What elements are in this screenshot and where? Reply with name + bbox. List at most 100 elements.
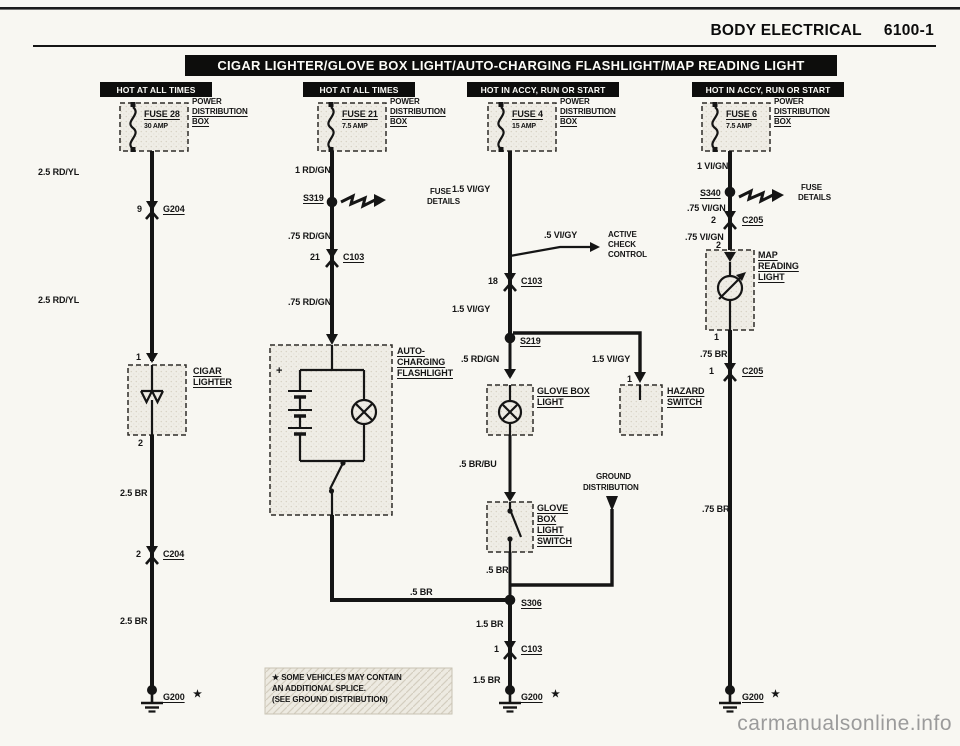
ground-label: G200 <box>742 692 764 702</box>
adjustable-arrow-icon <box>736 272 746 281</box>
wire-gauge-label: .5 RD/GN <box>461 354 500 364</box>
star-icon: ★ <box>771 689 780 700</box>
active-check-control-label: ACTIVE <box>608 230 637 239</box>
wire-gauge-label: 2.5 RD/YL <box>38 295 80 305</box>
wire-gauge-label: 1.5 VI/GY <box>452 304 491 314</box>
power-distribution-label: BOX <box>774 117 792 126</box>
connector-pin: 18 <box>488 276 498 286</box>
component-label: SWITCH <box>667 397 702 407</box>
fuse-name: FUSE 21 <box>342 109 378 119</box>
active-check-control-label: CONTROL <box>608 250 647 259</box>
arrow-down-icon <box>326 334 338 345</box>
wire-gauge-label: 1.5 VI/GY <box>452 184 491 194</box>
connector-pin: 9 <box>137 204 142 214</box>
component-label: LIGHT <box>537 397 564 407</box>
active-check-control-label: CHECK <box>608 240 636 249</box>
fuse-details-arrow-icon <box>737 187 786 204</box>
ground-distribution-label: DISTRIBUTION <box>583 483 639 492</box>
ground-distribution-arrow-icon <box>606 496 618 511</box>
connector-pin: 2 <box>711 215 716 225</box>
wire-gauge-label: 2.5 RD/YL <box>38 167 80 177</box>
ground-label: G200 <box>521 692 543 702</box>
fuse-amp: 7.5 AMP <box>342 123 368 130</box>
circuit-cigar-lighter <box>119 100 189 713</box>
adjustable-arrow-icon <box>718 277 741 300</box>
fuse-amp: 15 AMP <box>512 123 536 130</box>
component-label: SWITCH <box>537 536 572 546</box>
page-header: BODY ELECTRICAL 6100-1 <box>710 22 934 40</box>
circuit-map-reading-light <box>701 100 786 713</box>
wire <box>510 509 614 587</box>
wire-gauge-label: .5 VI/GY <box>544 230 578 240</box>
connector-name: C103 <box>521 644 543 654</box>
power-distribution-label: BOX <box>560 117 578 126</box>
splice-label: S319 <box>303 193 324 203</box>
page-number: 6100-1 <box>883 22 934 39</box>
wire-gauge-label: .75 RD/GN <box>288 231 332 241</box>
wire-gauge-label: 1.5 BR <box>476 619 504 629</box>
power-distribution-label: BOX <box>192 117 210 126</box>
splice-dot <box>724 186 736 198</box>
circuit-auto-charging-flashlight <box>264 100 512 715</box>
fuse-details-label: DETAILS <box>798 193 831 202</box>
bulb-filament-icon <box>355 403 373 421</box>
ground-icon <box>497 683 523 713</box>
fuse-details-label: FUSE <box>801 183 822 192</box>
wire <box>330 515 512 602</box>
wire-gauge-label: 1 VI/GN <box>697 161 729 171</box>
wire-gauge-label: .5 BR/BU <box>459 459 497 469</box>
star-icon: ★ <box>551 689 560 700</box>
switch-icon <box>329 462 344 490</box>
note-line: (SEE GROUND DISTRIBUTION) <box>272 695 388 704</box>
arrow-right-icon <box>590 242 600 252</box>
splice-label: S219 <box>520 336 541 346</box>
power-distribution-label: DISTRIBUTION <box>774 107 830 116</box>
heater-element-icon <box>140 388 164 405</box>
splice-dot <box>326 196 338 208</box>
top-rule <box>0 7 960 10</box>
power-distribution-label: POWER <box>390 97 420 106</box>
battery-plus-sign: + <box>276 365 283 377</box>
connector-name: C205 <box>742 366 764 376</box>
arrow-down-icon <box>504 492 516 502</box>
pin-number: 2 <box>138 438 143 448</box>
component-label: LIGHTER <box>193 377 232 387</box>
star-icon: ★ <box>193 689 202 700</box>
splice-label: S306 <box>521 598 542 608</box>
component-label: GLOVE BOX <box>537 386 590 396</box>
connector-name: C204 <box>163 549 185 559</box>
fuse-details-arrow-icon <box>339 192 388 209</box>
power-distribution-label: DISTRIBUTION <box>192 107 248 116</box>
page-title: BODY ELECTRICAL <box>710 22 862 39</box>
switch-icon <box>509 511 523 538</box>
component-label: AUTO- <box>397 346 425 356</box>
connector-pin: 1 <box>494 644 499 654</box>
watermark: carmanualsonline.info <box>737 712 952 735</box>
component-label: GLOVE <box>537 503 569 513</box>
component-label: MAP <box>758 250 778 260</box>
fuse-amp: 7.5 AMP <box>726 123 752 130</box>
ground-distribution-label: GROUND <box>596 472 631 481</box>
ground-icon <box>717 683 743 713</box>
wire-gauge-label: 1 RD/GN <box>295 165 331 175</box>
component-label: LIGHT <box>758 272 785 282</box>
header-rule <box>33 45 936 47</box>
circuit-glove-box-light <box>486 100 663 713</box>
connector-pin: 1 <box>709 366 714 376</box>
arrow-down-icon <box>724 252 736 262</box>
wire-gauge-label: .75 VI/GN <box>687 203 726 213</box>
component-label: CHARGING <box>397 357 446 367</box>
power-distribution-label: DISTRIBUTION <box>560 107 616 116</box>
power-distribution-label: BOX <box>390 117 408 126</box>
fuse-details-label: FUSE <box>430 187 451 196</box>
arrow-down-icon <box>634 372 646 383</box>
wire-gauge-label: .5 BR <box>486 565 509 575</box>
wire <box>513 331 642 379</box>
branch-wire <box>509 245 591 258</box>
power-distribution-label: POWER <box>774 97 804 106</box>
internal-wiring <box>298 345 366 463</box>
pin-number: 1 <box>714 332 719 342</box>
wire-gauge-label: .75 BR <box>702 504 730 514</box>
diagram-title-banner: CIGAR LIGHTER/GLOVE BOX LIGHT/AUTO-CHARG… <box>185 55 837 76</box>
component-label: BOX <box>537 514 557 524</box>
